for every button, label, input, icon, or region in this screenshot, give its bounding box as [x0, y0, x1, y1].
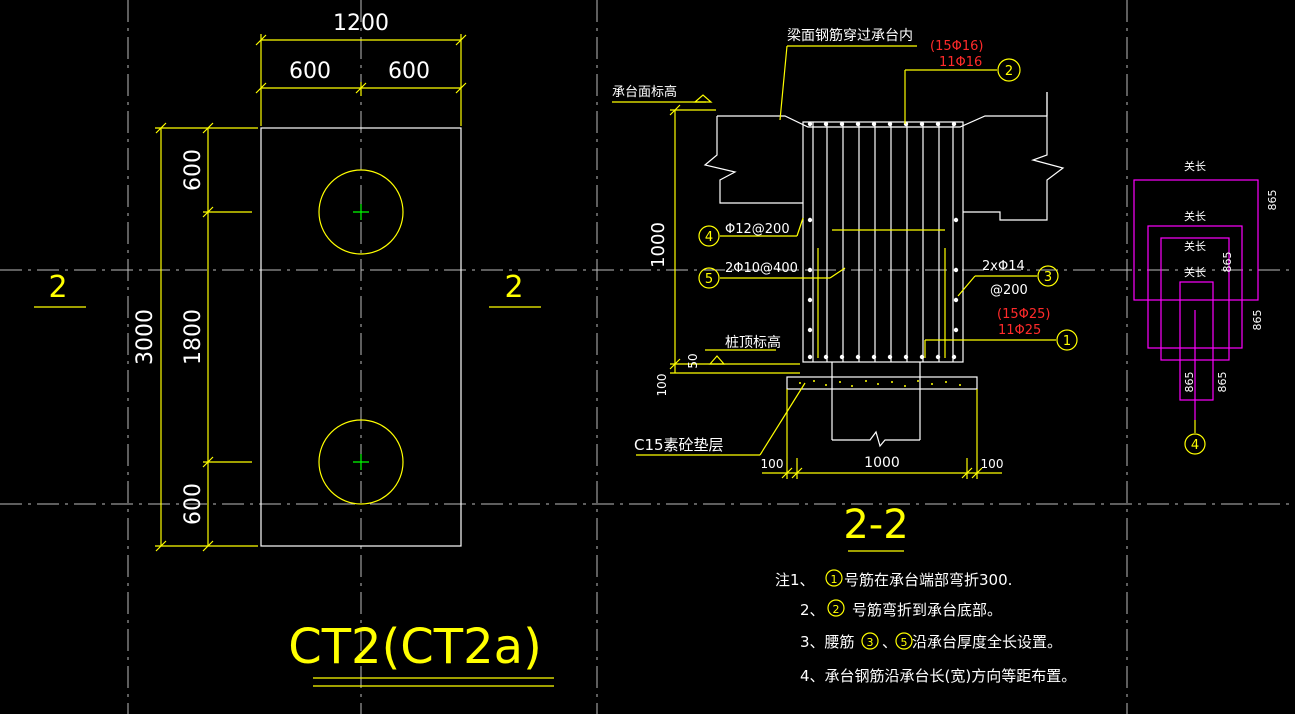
plan-width-dim: 1200 [333, 11, 389, 36]
cushion-label: C15素砼垫层 [634, 436, 724, 454]
note3-sep: 、 [882, 633, 897, 651]
rebar-tag-4 [698, 225, 720, 247]
section-height-dim: 1000 [648, 222, 669, 268]
detail-dim-c: 865 [1251, 310, 1264, 331]
plan-title: CT2(CT2a) [288, 619, 542, 675]
plan-bottom-dim: 600 [181, 483, 206, 525]
bent-bar-detail: 关长 关长 关长 关长 865 865 865 865 865 4 [1133, 159, 1279, 455]
note1-tag [825, 569, 843, 587]
cap-section-outline [802, 121, 964, 363]
note2-text: 号筋弯折到承台底部。 [852, 601, 1002, 619]
vertical-bars [812, 122, 954, 362]
detail-tag-4 [1184, 433, 1206, 455]
plan-height-dim: 3000 [133, 309, 158, 365]
detail-dim-a: 865 [1266, 190, 1279, 211]
svg-text:5: 5 [705, 272, 713, 287]
plan-mid-dim: 1800 [181, 309, 206, 365]
section-dim-50: 50 [686, 353, 700, 368]
detail-rect-d [1179, 281, 1214, 401]
svg-text:3: 3 [1044, 270, 1052, 285]
rebar2-alt-label: (15Φ16) [930, 39, 983, 54]
pile-circle-bottom [318, 419, 404, 505]
plan-half-left-dim: 600 [289, 59, 331, 84]
pile-center-mark-top [353, 204, 369, 220]
plan-top-dim: 600 [181, 149, 206, 191]
detail-dim-b: 865 [1221, 252, 1234, 273]
detail-label-d: 关长 [1184, 265, 1206, 279]
pile-center-mark-bottom [353, 454, 369, 470]
note3-text: 沿承台厚度全长设置。 [912, 633, 1062, 651]
rebar-dots [807, 121, 959, 360]
detail-dim-e: 865 [1216, 372, 1229, 393]
section-dim-bottom-right: 100 [981, 457, 1004, 471]
section-mark-right: 2 [504, 270, 523, 305]
svg-text:3: 3 [867, 636, 874, 649]
rebar3-label-a: 2xΦ14 [982, 259, 1025, 274]
detail-label-b: 关长 [1184, 209, 1206, 223]
note2-tag [827, 599, 845, 617]
notes-block: 注1、 1 号筋在承台端部弯折300. 2、 2 号筋弯折到承台底部。 3、腰筋… [775, 569, 1076, 685]
section-dim-bottom-left: 100 [761, 457, 784, 471]
plan-half-right-dim: 600 [388, 59, 430, 84]
detail-dim-d: 865 [1183, 372, 1196, 393]
cushion-layer [786, 376, 978, 390]
cap-top-elev-label: 承台面标高 [612, 84, 677, 100]
rebar4-label: Φ12@200 [725, 222, 790, 237]
section-dim-100: 100 [655, 374, 669, 397]
plan-view: 1200 600 600 3000 600 1800 600 2 2 CT2(C… [34, 11, 554, 687]
svg-text:5: 5 [901, 636, 908, 649]
rebar1-label: 11Φ25 [998, 323, 1041, 338]
rebar-tag-2 [997, 58, 1021, 82]
section-dim-bottom-mid: 1000 [864, 455, 900, 471]
svg-text:2: 2 [833, 603, 840, 616]
rebar1-alt-label: (15Φ25) [997, 307, 1050, 322]
note1-text: 号筋在承台端部弯折300. [844, 571, 1012, 589]
note3-tag-b [895, 632, 913, 650]
cushion-hatch [799, 380, 961, 387]
note2-prefix: 2、 [800, 601, 825, 619]
note4-text: 4、承台钢筋沿承台长(宽)方向等距布置。 [800, 667, 1076, 685]
detail-label-c: 关长 [1184, 239, 1206, 253]
section-mark-left: 2 [48, 270, 67, 305]
svg-text:4: 4 [1191, 438, 1199, 453]
svg-text:1: 1 [831, 573, 838, 586]
note3-prefix: 3、腰筋 [800, 633, 855, 651]
rebar3-label-b: @200 [990, 283, 1028, 298]
note1-prefix: 注1、 [775, 571, 815, 589]
pile-top-elev-label: 桩顶标高 [725, 334, 781, 351]
section-title: 2-2 [843, 502, 908, 548]
pile-circle-top [318, 169, 404, 255]
svg-text:4: 4 [705, 230, 713, 245]
rebar-tag-5 [698, 267, 720, 289]
rebar5-label: 2Φ10@400 [725, 261, 798, 276]
rebar-tag-3 [1037, 265, 1059, 287]
detail-label-a: 关长 [1184, 159, 1206, 173]
top-rebar-label: 梁面钢筋穿过承台内 [787, 27, 913, 44]
section-view: 承台面标高 1000 50 100 桩顶标高 C15素砼垫层 梁面钢筋穿过承台内… [612, 27, 1078, 552]
svg-text:2: 2 [1005, 64, 1013, 79]
rebar2-label: 11Φ16 [939, 55, 982, 70]
detail-rect-a [1133, 179, 1259, 301]
rebar-tag-1 [1056, 329, 1078, 351]
svg-text:1: 1 [1063, 334, 1071, 349]
note3-tag-a [861, 632, 879, 650]
pile-cap-outline [260, 127, 462, 547]
